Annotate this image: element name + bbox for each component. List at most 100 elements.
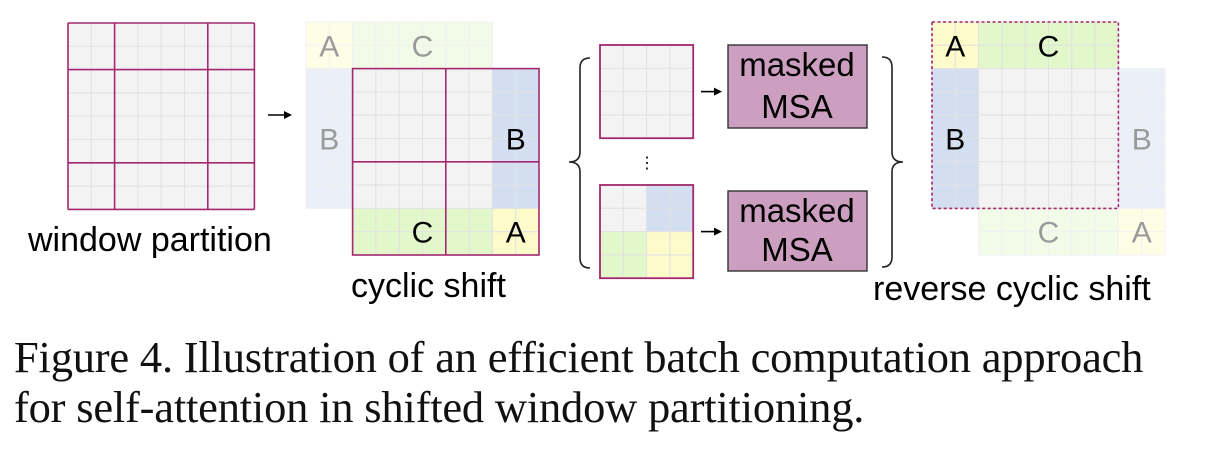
grid-cell (954, 184, 980, 209)
vertical-ellipsis-icon: ⋮ (639, 155, 655, 172)
grid-cell (352, 138, 377, 163)
grid-cell (137, 92, 162, 117)
ghost-label-b: B (1132, 124, 1152, 157)
grid-cell (230, 92, 255, 117)
grid-cell (114, 185, 139, 210)
grid-cell (646, 231, 671, 256)
grid-cell (1094, 91, 1119, 116)
ghost-right-band (1117, 68, 1166, 209)
grid-cell (1071, 68, 1096, 93)
grid-cell (160, 45, 185, 71)
grid-cell (114, 162, 139, 187)
grid-cell (622, 91, 648, 116)
grid-cell (1071, 91, 1096, 116)
grid-cell (1141, 184, 1166, 209)
grid-cell (398, 68, 424, 93)
grid-cell (137, 139, 162, 164)
grid-cell (954, 161, 980, 186)
grid-cell (468, 44, 493, 70)
grid-cell (352, 231, 377, 256)
grid-cell (422, 68, 447, 93)
grid-cell (622, 207, 648, 233)
grid-cell (375, 161, 400, 186)
grid-cell (1071, 44, 1096, 70)
grid-cell (491, 184, 517, 209)
grid-cell (599, 114, 624, 139)
grid-cell (468, 68, 493, 93)
grid-cell (375, 44, 400, 70)
grid-cell (184, 185, 209, 210)
grid-cell (646, 44, 671, 69)
grid-cell (1071, 21, 1096, 46)
grid-cell (137, 69, 162, 94)
grid-cell (1024, 138, 1049, 163)
grid-cell (137, 162, 162, 187)
grid-cell (978, 184, 1003, 209)
grid-cell (1001, 68, 1026, 93)
grid-cell (978, 21, 1003, 46)
window-grid (599, 44, 694, 139)
grid-cell (114, 22, 139, 47)
grid-cell (931, 161, 956, 186)
grid-cell (1141, 138, 1166, 163)
region-label-a: A (945, 30, 965, 63)
window-partition-panel (67, 22, 256, 211)
grid-cell (1001, 161, 1026, 186)
grid-cell (305, 138, 330, 163)
grid-cell (1117, 68, 1143, 93)
arrow-icon (268, 111, 292, 119)
grid-cell (375, 207, 400, 233)
grid-cell (160, 22, 185, 47)
grid-cell (1071, 184, 1096, 209)
grid-cell (1117, 91, 1143, 116)
grid-cell (1071, 138, 1096, 163)
region-label-c: C (1038, 30, 1060, 63)
grid-cell (328, 68, 354, 93)
grid-cell (184, 69, 209, 94)
arrow-head (714, 227, 722, 236)
grid-cell (207, 45, 232, 71)
grid-cell (646, 207, 671, 233)
figure-caption: Figure 4. Illustration of an efficient b… (14, 332, 1209, 432)
grid-cell (468, 161, 493, 186)
grid-cell (67, 185, 92, 210)
grid-cell (375, 114, 400, 139)
grid-cell (352, 114, 377, 139)
window-boundary (599, 184, 695, 280)
grid-cell (90, 162, 116, 187)
grid-cell (207, 185, 232, 210)
grid-cell (1094, 21, 1119, 46)
grid-cell (375, 138, 400, 163)
grid-cell (931, 91, 956, 116)
grid-cell (599, 207, 624, 233)
grid-cell (1071, 207, 1096, 233)
grid-cell (445, 44, 470, 70)
grid-cell (422, 184, 447, 209)
grid-cell (669, 231, 694, 256)
grid-cell (352, 44, 377, 70)
arrow-icon (701, 87, 722, 96)
grid-cell (1117, 161, 1143, 186)
grid-cell (67, 162, 92, 187)
grid-cell (398, 138, 424, 163)
grid-cell (67, 139, 92, 164)
grid-cell (1094, 161, 1119, 186)
grid-cell (1141, 91, 1166, 116)
grid-cell (978, 44, 1003, 70)
grid-cell (445, 68, 470, 93)
grid-cell (90, 115, 116, 140)
grid-cell (468, 91, 493, 116)
grid-cell (622, 231, 648, 256)
grid-cell (352, 68, 377, 93)
grid-cell (160, 162, 185, 187)
grid-cell (468, 184, 493, 209)
grid-cell (669, 254, 694, 279)
grid-cell (669, 67, 694, 93)
grid-cell (160, 115, 185, 140)
grid-cell (1048, 161, 1073, 186)
grid-cell (515, 161, 540, 186)
grid-cell (328, 21, 354, 46)
grid-cell (1094, 231, 1119, 256)
